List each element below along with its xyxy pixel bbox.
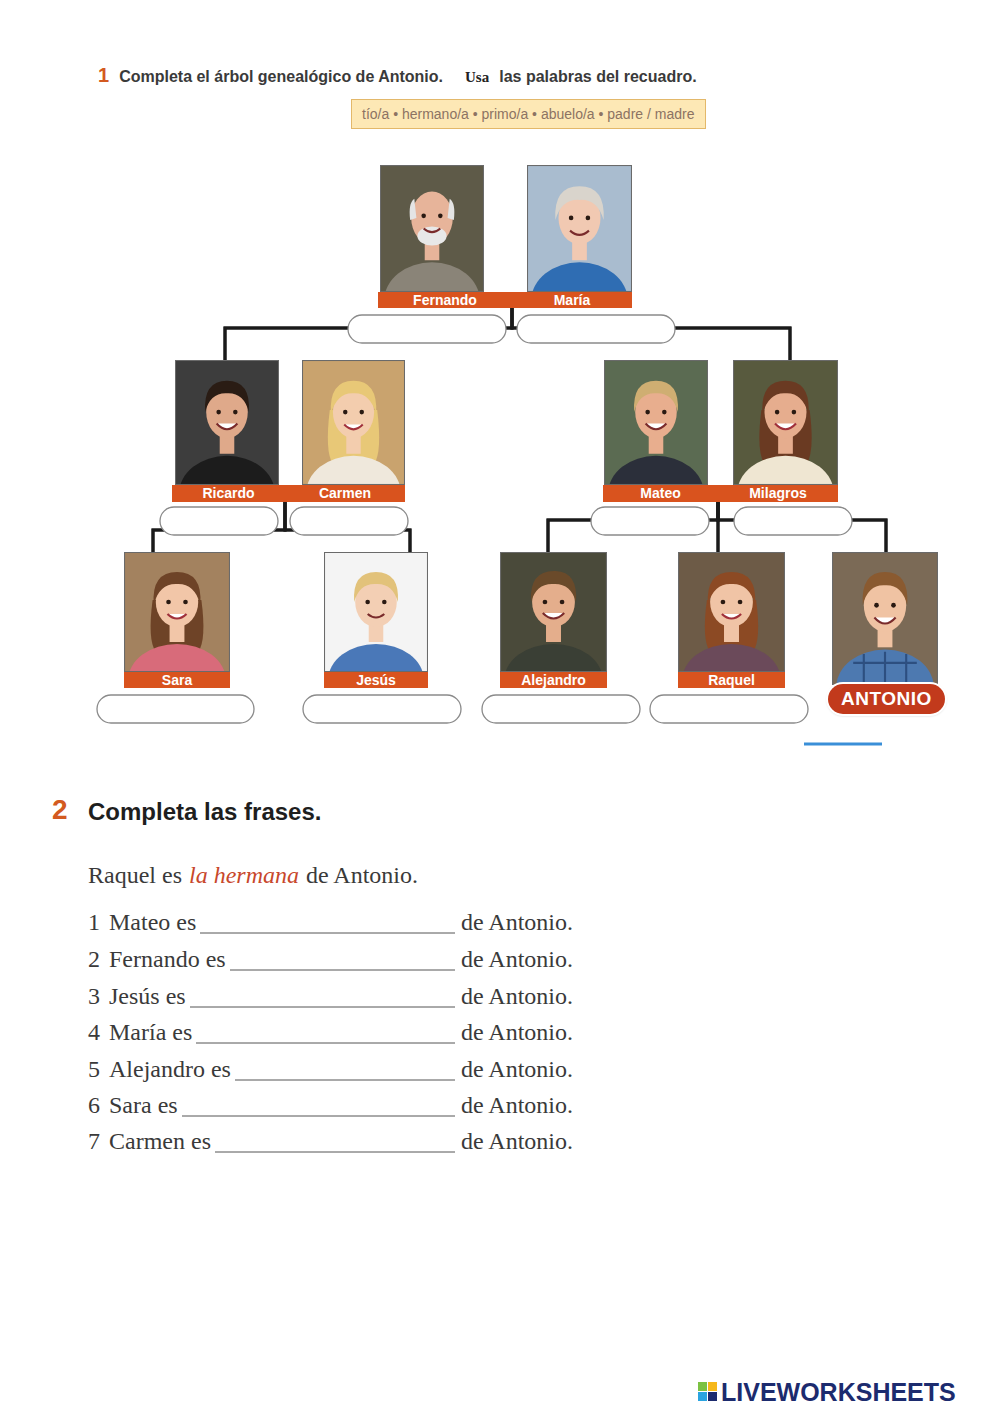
name-band: Fernando [378,292,512,308]
name-band: María [512,292,632,308]
tree-line [225,308,512,360]
photo [678,552,785,716]
person-card: Milagros [718,360,838,502]
watermark: LIVEWORKSHEETS [721,1377,956,1407]
answer-blank [196,1043,455,1044]
tree-line [512,308,790,360]
answer-blank [190,1007,455,1008]
sentence-text: Fernando es [109,944,226,974]
name-band: Milagros [718,485,838,502]
name-band: Jesús [324,672,428,688]
sentence-text: de Antonio. [461,1090,573,1120]
sentence-text: Alejandro es [109,1054,231,1084]
photo [500,552,607,716]
person-card: Ricardo [172,360,285,502]
instruction-text: las palabras del recuadro. [499,65,696,89]
sentence-text: de Antonio. [461,907,573,937]
answer-blank [230,970,455,971]
name-band: Ricardo [172,485,285,502]
photo [380,165,484,339]
header-row: 1 Completa el árbol genealógico de Antoni… [98,63,697,89]
answer-blank [235,1080,455,1081]
sentence-text: de Antonio. [461,981,573,1011]
exercise-number: 2 [52,793,68,827]
person-card: Carmen [285,360,405,502]
person-card: Raquel [678,552,785,688]
item-number: 4 [88,1017,100,1047]
sentence-text: de Antonio. [461,1017,573,1047]
tree-line [718,502,886,552]
section-heading: Completa las frases. [88,797,321,827]
sentence-text: de Antonio. [461,1054,573,1084]
name-band: Mateo [603,485,718,502]
tree-line [153,502,285,552]
person-card: Jesús [324,552,428,688]
tree-line [512,308,790,360]
name-band: Raquel [678,672,785,688]
item-number: 5 [88,1054,100,1084]
name-band: Alejandro [500,672,607,688]
sentence-text: Mateo es [109,907,196,937]
item-number: 3 [88,981,100,1011]
photo [175,360,279,531]
sentence-text: de Antonio. [461,944,573,974]
item-number: 6 [88,1090,100,1120]
photo [324,552,428,716]
photo [527,165,632,339]
sentence-text: María es [109,1017,192,1047]
answer-blank [200,933,455,934]
photo [302,360,405,531]
person-card: Alejandro [500,552,607,688]
name-band: Carmen [285,485,405,502]
tree-line [718,502,886,552]
example-answer: la hermana [189,860,299,890]
person-card: Sara [124,552,230,688]
sentence-text: Sara es [109,1090,178,1120]
tree-line [285,502,410,552]
word-list: tío/a • hermano/a • primo/a • abuelo/a •… [352,100,704,128]
answer-ovals [97,315,852,723]
photo [604,360,708,531]
tree-line [225,308,512,360]
blue-mark [804,743,882,746]
name-pill: ANTONIO [828,684,945,714]
name-band: Sara [124,672,230,688]
answer-blank [182,1116,455,1117]
example-row: Raquel esla hermanade Antonio. [88,860,418,890]
item-number: 2 [88,944,100,974]
logo-mark [698,1382,717,1401]
tree-line [548,502,718,552]
photo [733,360,838,531]
tree-line [548,502,718,552]
sentence-text: Jesús es [109,981,186,1011]
answer-blank [215,1152,455,1153]
person-card: ANTONIO [828,552,945,714]
item-number: 7 [88,1126,100,1156]
sentence-text: Carmen es [109,1126,211,1156]
person-card: Fernando [378,165,512,308]
sentence-text: de Antonio. [306,860,418,890]
tree-line [153,502,285,552]
item-number: 1 [88,907,100,937]
sentence-text: de Antonio. [461,1126,573,1156]
exercise-number: 1 [98,63,109,87]
instruction-word: Usa [465,65,489,89]
person-card: Mateo [603,360,718,502]
person-card: María [512,165,632,308]
sentence-text: Raquel es [88,860,182,890]
word-box: tío/a • hermano/a • primo/a • abuelo/a •… [351,99,706,129]
photo [124,552,230,716]
heading: Completa el árbol genealógico de Antonio… [119,65,443,89]
tree-line [285,502,410,552]
